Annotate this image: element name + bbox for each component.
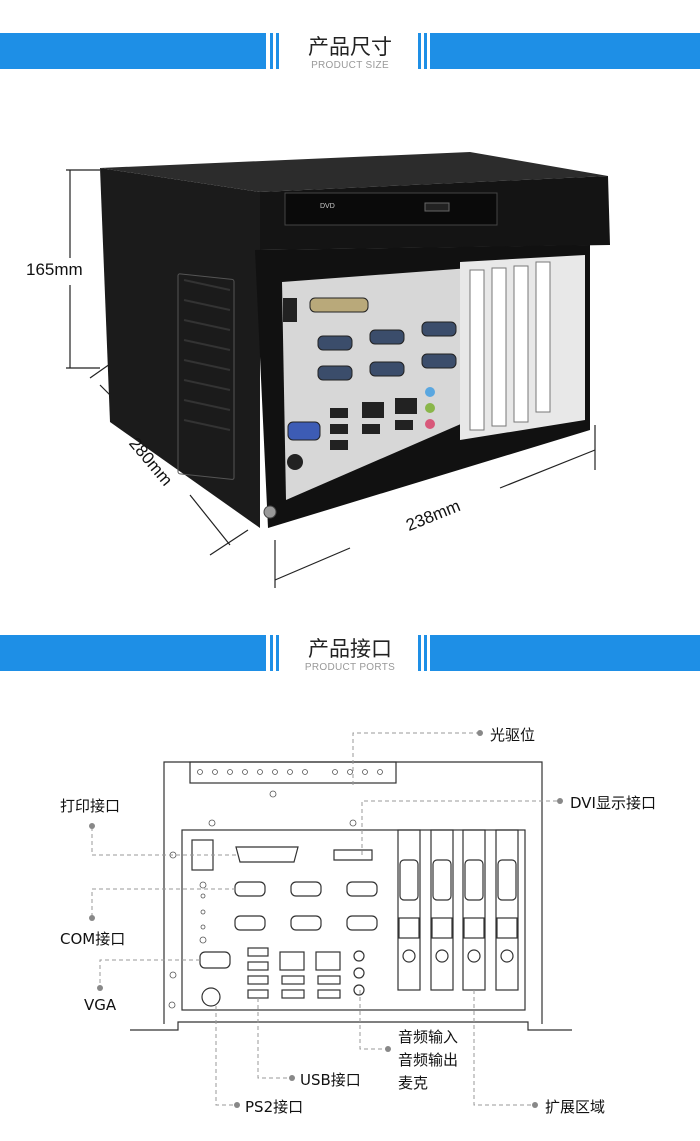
label-ps2: PS2接口 [245, 1098, 304, 1116]
label-usb: USB接口 [300, 1071, 361, 1089]
label-expansion: 扩展区域 [545, 1098, 606, 1116]
label-printer: 打印接口 [60, 797, 121, 815]
label-optical-drive: 光驱位 [490, 726, 536, 744]
dimension-height: 165mm [26, 260, 83, 279]
product-photo: DVD [66, 152, 610, 588]
label-vga: VGA [84, 996, 117, 1014]
section-title-size: 产品尺寸 [308, 35, 392, 59]
section-banner-size [0, 33, 700, 69]
svg-text:DVD: DVD [320, 203, 335, 210]
label-audio-out: 音频输出 [398, 1051, 459, 1069]
label-audio-in: 音频输入 [398, 1028, 459, 1046]
label-dvi: DVI显示接口 [570, 794, 656, 812]
section-banner-ports [0, 635, 700, 671]
label-mic: 麦克 [398, 1074, 429, 1092]
section-subtitle-size: PRODUCT SIZE [311, 60, 389, 71]
label-com: COM接口 [60, 930, 126, 948]
section-title-ports: 产品接口 [308, 637, 392, 661]
section-subtitle-ports: PRODUCT PORTS [304, 662, 396, 673]
